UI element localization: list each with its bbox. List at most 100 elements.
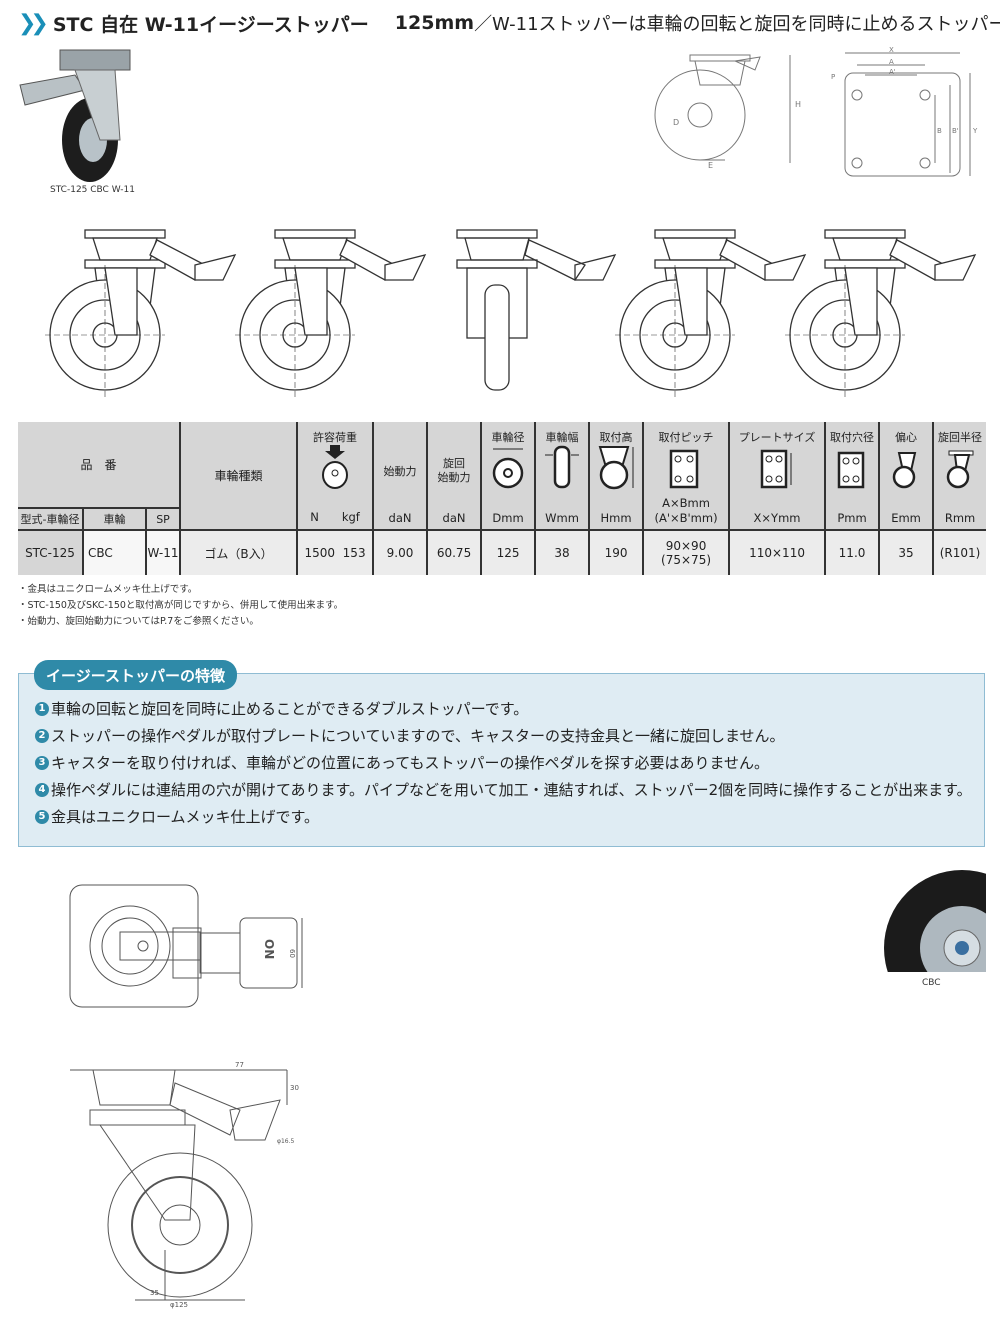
label-x: X <box>889 46 894 54</box>
unit-plate: X×Ymm <box>753 511 801 525</box>
number-badge-icon: 3 <box>35 755 49 770</box>
header-wheel: 車輪 <box>82 507 146 530</box>
label-e: E <box>708 161 713 170</box>
cell-e: 35 <box>878 529 934 575</box>
notes: ・金具はユニクロームメッキ仕上げです。 ・STC-150及びSKC-150と取付… <box>18 582 343 630</box>
cell-plate: 110×110 <box>728 529 826 575</box>
unit-p: Pmm <box>837 511 867 525</box>
note-item: ・STC-150及びSKC-150と取付高が同じですから、併用して使用出来ます。 <box>18 600 344 611</box>
mount-height-icon <box>596 445 636 493</box>
cell-sp: W-11 <box>144 529 181 575</box>
feature-text: 車輪の回転と旋回を同時に止めることができるダブルストッパーです。 <box>51 700 529 718</box>
unit-d: Dmm <box>492 511 524 525</box>
wheel-width-icon <box>545 445 580 493</box>
label-b-prime: B' <box>952 127 959 135</box>
product-photo <box>19 49 131 182</box>
label-d: D <box>673 118 679 127</box>
label-b: B <box>937 127 942 135</box>
unit-load: N kgf <box>310 510 360 524</box>
table-row: STC-125 CBC W-11 ゴム（B入） 1500 153 9.00 60… <box>18 529 987 575</box>
header-offset: 偏心 <box>895 431 918 444</box>
cell-wheel-type: ゴム（B入） <box>179 529 298 575</box>
title-description: ／W-11ストッパーは車輪の回転と旋回を同時に止めるストッパーです。 <box>474 14 1000 35</box>
note-item: ・金具はユニクロームメッキ仕上げです。 <box>18 584 198 595</box>
header-plate-size: プレートサイズ <box>738 431 816 444</box>
offset-icon <box>891 445 921 493</box>
dim-30: 30 <box>290 1084 299 1092</box>
plate-size-icon <box>760 449 794 492</box>
cell-swivel-force: 60.75 <box>426 529 482 575</box>
series-name: STC 自在 W-11イージーストッパー <box>52 13 369 36</box>
cell-pitch-outer: 90×90 <box>665 539 707 553</box>
swivel-radius-icon <box>945 445 975 493</box>
cell-starting-force: 9.00 <box>372 529 428 575</box>
cell-wheel: CBC <box>82 529 146 575</box>
dim-60: 60 <box>288 949 296 958</box>
cell-load: 1500 153 <box>296 529 374 575</box>
top-view-drawing: ON 60 <box>69 884 303 1008</box>
feature-text: キャスターを取り付ければ、車輪がどの位置にあってもストッパーの操作ペダルを探す必… <box>51 754 770 772</box>
feature-text: 操作ペダルには連結用の穴が開けてあります。パイプなどを用いて加工・連結すれば、ス… <box>51 781 972 799</box>
feature-text: ストッパーの操作ペダルが取付プレートについていますので、キャスターの支持金具と一… <box>51 727 785 745</box>
mount-pitch-icon <box>669 449 703 492</box>
photo-caption: STC-125 CBC W-11 <box>50 185 135 195</box>
cell-h: 190 <box>588 529 644 575</box>
dim-125: φ125 <box>170 1301 188 1309</box>
caster-view-5 <box>785 229 976 401</box>
number-badge-icon: 1 <box>35 701 49 716</box>
unit-e: Emm <box>891 511 921 525</box>
unit-pitch-inner: (A'×B'mm) <box>654 511 718 525</box>
wheel-diameter-icon <box>491 445 525 493</box>
header-model: 型式-車輪径 <box>18 507 83 530</box>
dim-77: 77 <box>235 1061 244 1069</box>
features-title: イージーストッパーの特徴 <box>34 660 237 690</box>
caster-view-3-front <box>456 229 617 391</box>
wheel-size: 125mm <box>394 12 475 34</box>
pedal-on-mark: ON <box>262 939 276 959</box>
hole-diameter-icon <box>837 449 867 492</box>
label-h: H <box>795 100 801 109</box>
label-y: Y <box>972 127 978 135</box>
header-wheel-diameter: 車輪径 <box>491 431 525 444</box>
caster-view-1 <box>45 229 236 401</box>
cell-p: 11.0 <box>824 529 880 575</box>
cell-load-kgf: 153 <box>342 546 366 560</box>
load-icon <box>320 445 350 493</box>
header-wheel-width: 車輪幅 <box>545 431 579 444</box>
double-chevron-icon: ❯❯ <box>18 10 49 36</box>
label-a-prime: A' <box>889 68 896 76</box>
header-product-no: 品 番 <box>80 458 117 472</box>
unit-pitch: A×Bmm <box>662 496 710 510</box>
header-mount-pitch: 取付ピッチ <box>658 431 714 444</box>
cell-d: 125 <box>480 529 536 575</box>
dimension-diagram: H E D X A A' B B' Y P <box>654 46 978 177</box>
cell-pitch-inner: (75×75) <box>661 553 712 567</box>
header-mount-height: 取付高 <box>599 431 633 444</box>
note-item: ・始動力、旋回始動力についてはP.7をご参照ください。 <box>18 616 259 627</box>
header-sp: SP <box>144 507 181 530</box>
number-badge-icon: 5 <box>35 809 49 824</box>
unit-w: Wmm <box>545 511 579 525</box>
header-starting-force: 始動力 <box>383 465 417 478</box>
number-badge-icon: 2 <box>35 728 49 743</box>
header-hole-diameter: 取付穴径 <box>830 431 875 444</box>
feature-text: 金具はユニクロームメッキ仕上げです。 <box>51 808 320 826</box>
header-swivel-force: 旋回 始動力 <box>437 457 471 484</box>
dim-35: 35 <box>150 1289 159 1297</box>
wheel-photo-caption: CBC <box>922 978 941 988</box>
caster-view-2 <box>235 229 426 401</box>
side-view-drawing: 77 30 φ16.5 35 φ125 <box>70 1061 299 1309</box>
header-swivel-radius: 旋回半径 <box>938 431 983 444</box>
header-wheel-type: 車輪種類 <box>179 422 298 530</box>
unit-h: Hmm <box>600 511 632 525</box>
cell-load-n: 1500 <box>304 546 336 560</box>
